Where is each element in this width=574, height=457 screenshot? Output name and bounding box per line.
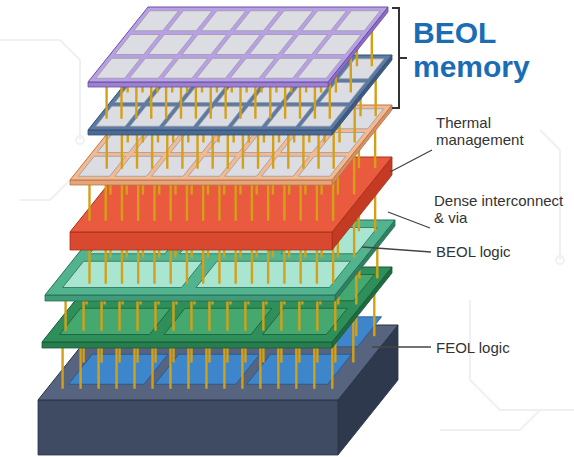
logic-panel: [164, 308, 272, 334]
callout-label: Dense interconnect & via: [434, 192, 570, 226]
memory-cell: [301, 106, 346, 126]
layer-front: [88, 130, 332, 135]
memory-cell: [297, 58, 342, 78]
layer-front: [45, 295, 335, 301]
leader-line: [388, 212, 430, 228]
background-pad: [76, 136, 84, 144]
background-trace: [0, 40, 80, 140]
callout-label: Thermal management: [436, 114, 546, 148]
background-trace: [440, 410, 540, 430]
callout-label: BEOL logic: [436, 243, 510, 260]
background-trace: [20, 180, 70, 200]
layer-front: [70, 180, 332, 185]
memory-cell: [316, 35, 361, 55]
background-pad: [556, 256, 564, 264]
layer-front: [70, 232, 332, 250]
layer-front: [88, 82, 328, 87]
leader-line: [390, 150, 432, 172]
leader-line: [372, 346, 431, 347]
circuit-background: [0, 40, 574, 430]
layer-top: [88, 7, 388, 82]
layer-top: [88, 55, 392, 130]
logic-panel: [60, 308, 171, 334]
layer-front: [38, 400, 338, 455]
layer-stack: [38, 7, 398, 455]
layer-front: [42, 342, 332, 348]
callout-label: FEOL logic: [436, 339, 510, 356]
group-label: BEOL memory: [413, 16, 553, 84]
bracket: [392, 8, 407, 108]
logic-panel: [63, 261, 203, 287]
memory-cell: [335, 11, 380, 31]
leader-line: [362, 247, 431, 252]
memory-cell: [298, 156, 345, 176]
